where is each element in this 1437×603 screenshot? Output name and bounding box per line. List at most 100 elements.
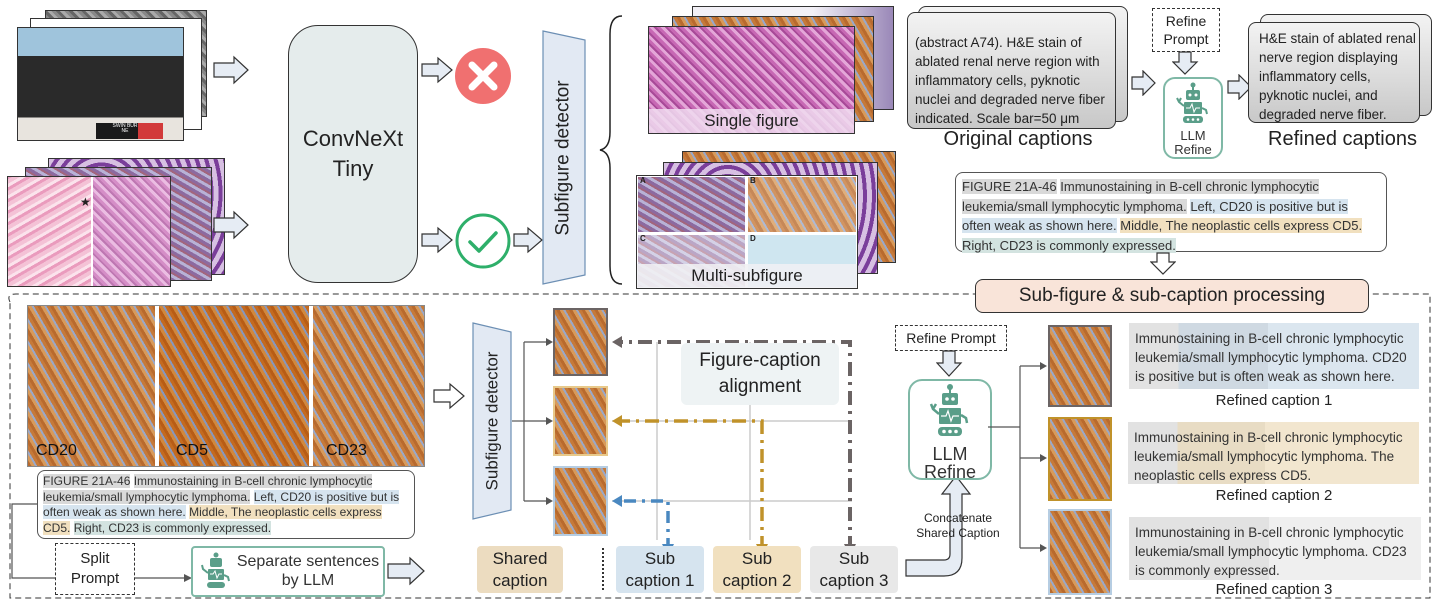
nonmedical-image-front: SWIN BUR NE: [17, 27, 184, 141]
robot-icon: [929, 384, 969, 436]
llm-refine-label-line1: LLM: [932, 444, 968, 464]
original-captions-label: Original captions: [943, 128, 1093, 150]
thumbnail-logo-text: SWIN BUR NE: [112, 123, 138, 134]
refine-prompt-top: Refine Prompt: [1152, 8, 1220, 52]
panel-letter: B: [750, 176, 756, 185]
arrow-down-icon: [936, 350, 963, 377]
single-figure-front: Single figure: [648, 26, 855, 134]
processing-region-frame: [8, 293, 1431, 599]
multi-subfigure-label: Multi-subfigure: [637, 264, 857, 288]
refined-caption-3: Immunostaining in B-cell chronic lymphoc…: [1129, 517, 1421, 580]
refined-thumb-cd23: [1048, 509, 1112, 595]
alignment-diagram: [512, 336, 856, 592]
separate-label-line1: Separate sentences: [236, 553, 380, 570]
sub-caption-2-line1: Sub: [741, 548, 773, 568]
arrow-right-icon: [1227, 74, 1252, 100]
subfigure-thumb-cd20: [553, 308, 608, 376]
convnext-classifier: ConvNeXt Tiny: [288, 25, 418, 283]
robot-icon: [201, 552, 230, 588]
full-caption-bottom: FIGURE 21A-46 Immunostaining in B-cell c…: [37, 470, 415, 539]
caption-segment-sub3: Right, CD23 is commonly expressed.: [962, 237, 1176, 253]
refined-caption-2-text: Immunostaining in B-cell chronic lymphoc…: [1134, 430, 1403, 483]
refined-caption-2: Immunostaining in B-cell chronic lymphoc…: [1128, 422, 1419, 484]
refined-caption-text: H&E stain of ablated renal nerve region …: [1259, 31, 1416, 122]
llm-refine-top: LLM Refine: [1163, 77, 1223, 159]
refined-caption-card: H&E stain of ablated renal nerve region …: [1248, 22, 1420, 123]
figure-caption-alignment-label: Figure-caption alignment: [681, 343, 839, 405]
panel-cd23: [313, 306, 424, 466]
panel-label-cd23: CD23: [326, 442, 367, 459]
sub-caption-2-line2: caption 2: [722, 570, 792, 590]
sub-caption-1-line2: caption 1: [625, 570, 695, 590]
arrow-right-icon: [213, 55, 249, 85]
panel-cd20: [28, 306, 155, 466]
alignment-line1: Figure-caption: [699, 350, 821, 371]
panel-cd5: [159, 306, 309, 466]
refined-caption-1-text: Immunostaining in B-cell chronic lymphoc…: [1135, 331, 1407, 384]
arrow-right-icon: [387, 556, 425, 586]
robot-icon: [1176, 82, 1208, 123]
refine-prompt-bottom: Refine Prompt: [895, 325, 1007, 351]
sub-caption-3-line1: Sub: [838, 548, 870, 568]
refined-thumb-cd20: [1048, 325, 1112, 407]
brace-icon: [599, 15, 623, 285]
concatenate-arrow-icon: [905, 475, 972, 577]
connector-lines: [11, 503, 192, 582]
arrow-down-icon: [1172, 51, 1199, 75]
multi-figure-front: A B C D Multi-subfigure: [636, 175, 858, 289]
llm-refine-label-line1: LLM: [1180, 128, 1206, 143]
refine-prompt-label: Refine Prompt: [1163, 13, 1209, 47]
separate-sentences-llm: Separate sentences by LLM: [191, 546, 385, 597]
split-prompt-line2: Prompt: [70, 570, 120, 587]
arrow-right-icon: [421, 226, 453, 254]
llm-refine-label-line2: Refine: [923, 462, 977, 482]
refined-caption-3-label: Refined caption 3: [1215, 581, 1333, 598]
check-circle-icon: [455, 213, 511, 269]
panel-letter: C: [640, 234, 646, 243]
sub-caption-3-line2: caption 3: [819, 570, 889, 590]
concatenate-line1: Concatenate: [923, 511, 993, 525]
refined-captions-label: Refined captions: [1268, 128, 1417, 150]
subfigure-detector-label: Subfigure detector: [482, 351, 502, 491]
split-prompt: Split Prompt: [55, 543, 135, 595]
shared-caption-line2: caption: [492, 570, 548, 590]
subfigure-detector-label: Subfigure detector: [553, 79, 575, 236]
alignment-line2: alignment: [718, 376, 802, 397]
caption-segment-figure-id: FIGURE 21A-46: [962, 179, 1057, 194]
llm-refine-bottom: LLM Refine: [908, 379, 992, 482]
arrow-right-icon: [1131, 70, 1156, 96]
subfigure-thumb-cd23: [553, 466, 608, 536]
caption-segment-sub3: Right, CD23 is commonly expressed.: [73, 520, 272, 535]
concatenate-line2: Shared Caption: [916, 526, 1000, 540]
panel-label-cd20: CD20: [36, 442, 77, 459]
caption-segment-sub2: Middle, The neoplastic cells express CD5…: [1120, 218, 1363, 233]
arrow-right-icon: [421, 56, 453, 84]
concatenate-label: Concatenate Shared Caption: [898, 511, 1018, 541]
refined-caption-1-label: Refined caption 1: [1215, 392, 1333, 409]
subfigure-detector-bottom: Subfigure detector: [472, 322, 512, 520]
original-caption-text: (abstract A74). H&E stain of ablated ren…: [915, 35, 1105, 126]
refined-caption-1: Immunostaining in B-cell chronic lymphoc…: [1129, 323, 1419, 389]
separate-label-line2: by LLM: [281, 572, 335, 589]
refined-caption-2-label: Refined caption 2: [1215, 487, 1333, 504]
panel-letter: D: [750, 234, 756, 243]
arrow-right-icon: [513, 226, 543, 254]
refined-caption-3-text: Immunostaining in B-cell chronic lymphoc…: [1135, 525, 1407, 578]
multi-panel-figure: CD20 CD5 CD23: [27, 305, 425, 467]
subfigure-thumb-cd5: [553, 386, 608, 456]
refine-prompt-label: Refine Prompt: [906, 330, 996, 346]
arrow-down-icon: [1150, 252, 1176, 275]
sub-caption-1-line1: Sub: [644, 548, 676, 568]
section-title: Sub-figure & sub-caption processing: [975, 279, 1369, 313]
panel-label-cd5: CD5: [176, 442, 209, 459]
classifier-label-line2: Tiny: [332, 156, 374, 181]
arrow-right-icon: [433, 382, 465, 410]
llm-refine-label-line2: Refine: [1174, 142, 1212, 157]
star-marker-icon: ★: [80, 195, 91, 209]
subfigure-detector-top: Subfigure detector: [542, 30, 586, 285]
single-figure-label: Single figure: [649, 109, 854, 133]
